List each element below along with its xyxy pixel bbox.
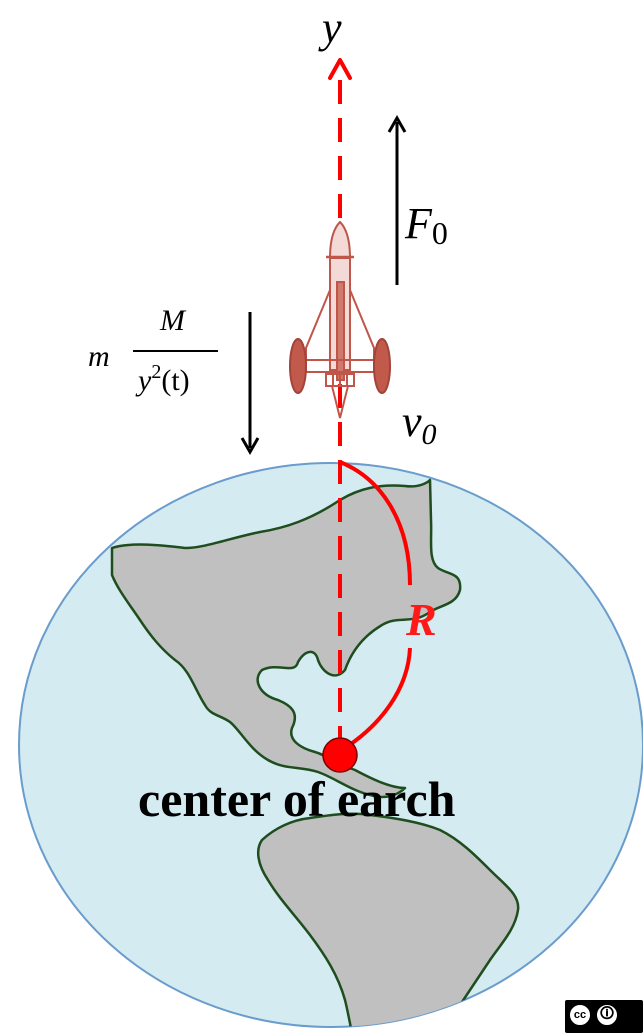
velocity-subscript: 0 [421,418,437,451]
south-america [256,812,520,1027]
y-axis-label: y [322,3,342,52]
denominator-power: 2 [151,361,162,383]
denominator-argument: (t) [161,364,190,397]
thrust-force-label: F0 [405,199,448,251]
radius-arc-lower [343,647,412,750]
thrust-arrow [387,114,407,285]
by-person-icon: 🛈 [595,1003,619,1027]
gravity-mass-symbol: m [88,340,110,373]
thrust-force-subscript: 0 [431,215,448,251]
cc-icon: cc [568,1003,592,1027]
initial-velocity-label: v0 [402,400,437,450]
denominator-variable: y [138,364,152,397]
thrust-force-symbol: F [405,199,432,248]
earth-center-dot [322,737,358,773]
fraction-bar [133,350,218,352]
north-america [110,478,462,799]
earth-center-label: center of earch [138,771,456,827]
rocket-icon [289,220,391,419]
y-axis-arrowhead [328,58,352,80]
velocity-symbol: v [402,397,422,446]
cc-license-badge[interactable]: cc 🛈 [565,1000,643,1033]
gravity-numerator: M [160,304,185,337]
continents [110,478,520,1027]
gravity-denominator: y2(t) [138,362,190,396]
gravity-arrow [240,312,260,456]
radius-label: R [406,594,437,645]
radius-arc-upper [339,460,412,586]
